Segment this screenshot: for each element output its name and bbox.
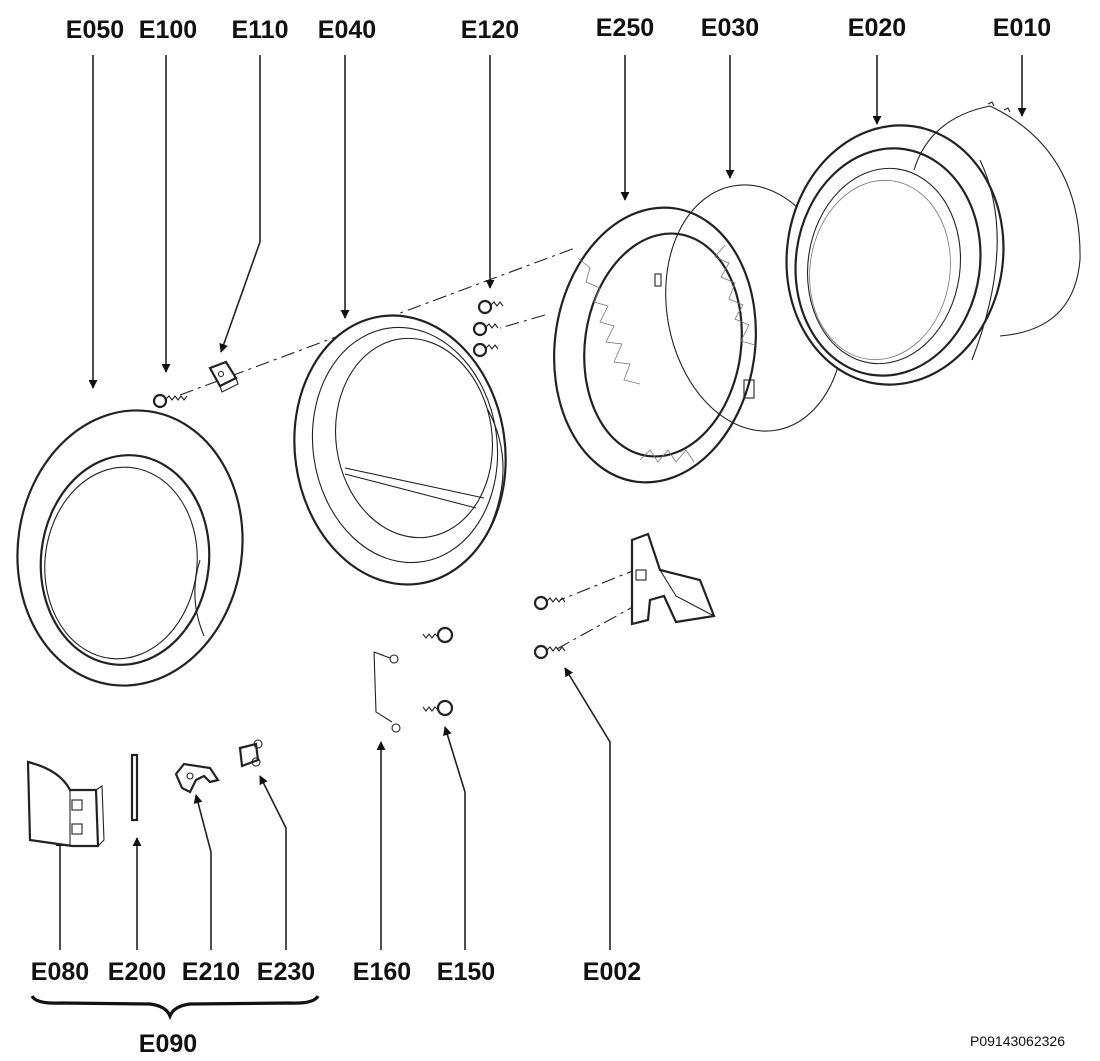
label-e080: E080 bbox=[31, 958, 89, 986]
reference-code: P09143062326 bbox=[970, 1033, 1065, 1049]
screw-e100 bbox=[152, 393, 188, 409]
label-e030: E030 bbox=[701, 14, 759, 42]
door-front-ring-e050 bbox=[16, 409, 244, 687]
pin-e200 bbox=[130, 753, 139, 822]
label-e210: E210 bbox=[182, 958, 240, 986]
label-e010: E010 bbox=[993, 14, 1051, 42]
spring-wire-e160 bbox=[373, 651, 401, 733]
label-e110: E110 bbox=[231, 16, 288, 44]
screws-e150 bbox=[422, 626, 454, 717]
label-e250: E250 bbox=[596, 14, 654, 42]
label-e200: E200 bbox=[108, 958, 166, 986]
screws-e120 bbox=[472, 299, 504, 358]
label-e100: E100 bbox=[139, 16, 197, 44]
door-gasket-e020 bbox=[785, 124, 1005, 386]
label-e002: E002 bbox=[583, 958, 641, 986]
spring-e230 bbox=[238, 739, 263, 768]
label-e020: E020 bbox=[848, 14, 906, 42]
door-hook-e210 bbox=[174, 762, 220, 794]
label-e050: E050 bbox=[66, 16, 124, 44]
label-e160: E160 bbox=[353, 958, 411, 986]
door-glass-e040 bbox=[293, 314, 507, 586]
leader-lines bbox=[55, 55, 1027, 950]
label-e150: E150 bbox=[437, 958, 495, 986]
label-e090: E090 bbox=[139, 1030, 197, 1058]
clip-e110 bbox=[208, 360, 239, 393]
label-e040: E040 bbox=[318, 16, 376, 44]
door-hinge-e002 bbox=[533, 532, 716, 660]
group-brace-e090 bbox=[30, 995, 320, 1021]
label-e120: E120 bbox=[461, 16, 519, 44]
door-handle-e080 bbox=[26, 760, 105, 848]
inner-frame-e250 bbox=[553, 206, 757, 484]
label-e230: E230 bbox=[257, 958, 315, 986]
clamp-ring-e010 bbox=[913, 101, 1081, 337]
